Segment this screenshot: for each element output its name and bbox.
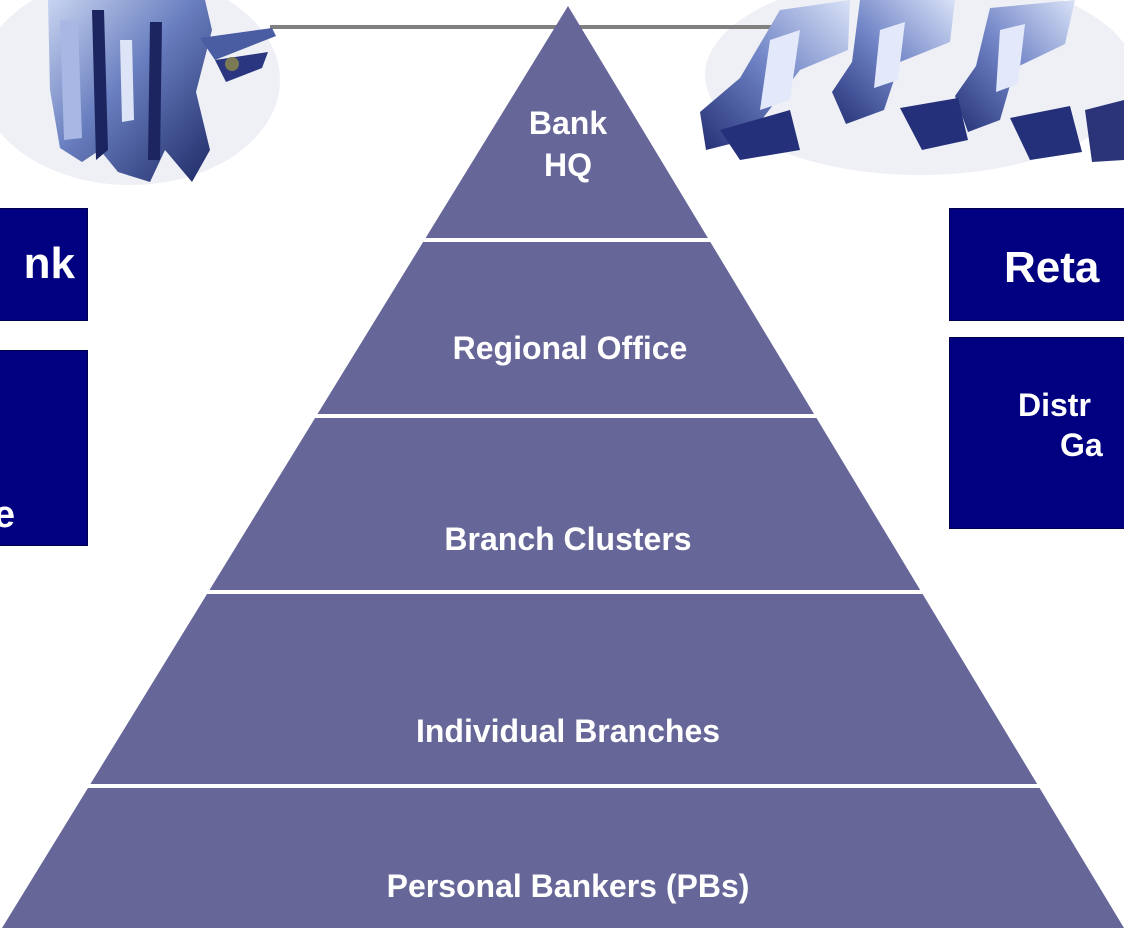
right-body-line2: Ga: [1060, 427, 1103, 463]
tier-label-personal-bankers: Personal Bankers (PBs): [387, 866, 750, 906]
tier-label-regional-office: Regional Office: [453, 328, 688, 368]
left-body-box: e: [0, 350, 88, 546]
tier-regional-office: [316, 240, 816, 416]
tier-bank-hq: [424, 6, 710, 240]
left-body-text: e: [0, 493, 15, 537]
tier-label-bank-hq-line2: HQ: [544, 147, 592, 183]
right-title-text: Reta: [1004, 243, 1100, 292]
left-title-text: nk: [23, 239, 75, 288]
tier-individual-branches: [89, 592, 1039, 786]
tier-label-bank-hq-line1: Bank: [528, 105, 608, 141]
right-figure-icon: [700, 0, 1124, 162]
left-title-box: nk: [0, 208, 88, 321]
tier-label-bank-hq: Bank HQ: [529, 102, 607, 186]
tier-label-personal-bankers-line1: Personal Bankers (PBs): [386, 868, 750, 904]
tier-label-regional-office-line1: Regional Office: [452, 330, 688, 366]
tier-label-branch-clusters: Branch Clusters: [444, 519, 691, 559]
right-title-box: Reta: [949, 208, 1124, 321]
tier-branch-clusters: [208, 416, 922, 592]
left-figure-icon: [48, 0, 276, 182]
tier-label-individual-branches: Individual Branches: [416, 711, 720, 751]
right-body-line1: Distr: [1018, 387, 1091, 423]
tier-personal-bankers: [2, 786, 1124, 928]
tier-label-branch-clusters-line1: Branch Clusters: [444, 521, 692, 557]
tier-label-individual-branches-line1: Individual Branches: [415, 713, 721, 749]
right-body-box: Distr Ga: [949, 337, 1124, 529]
